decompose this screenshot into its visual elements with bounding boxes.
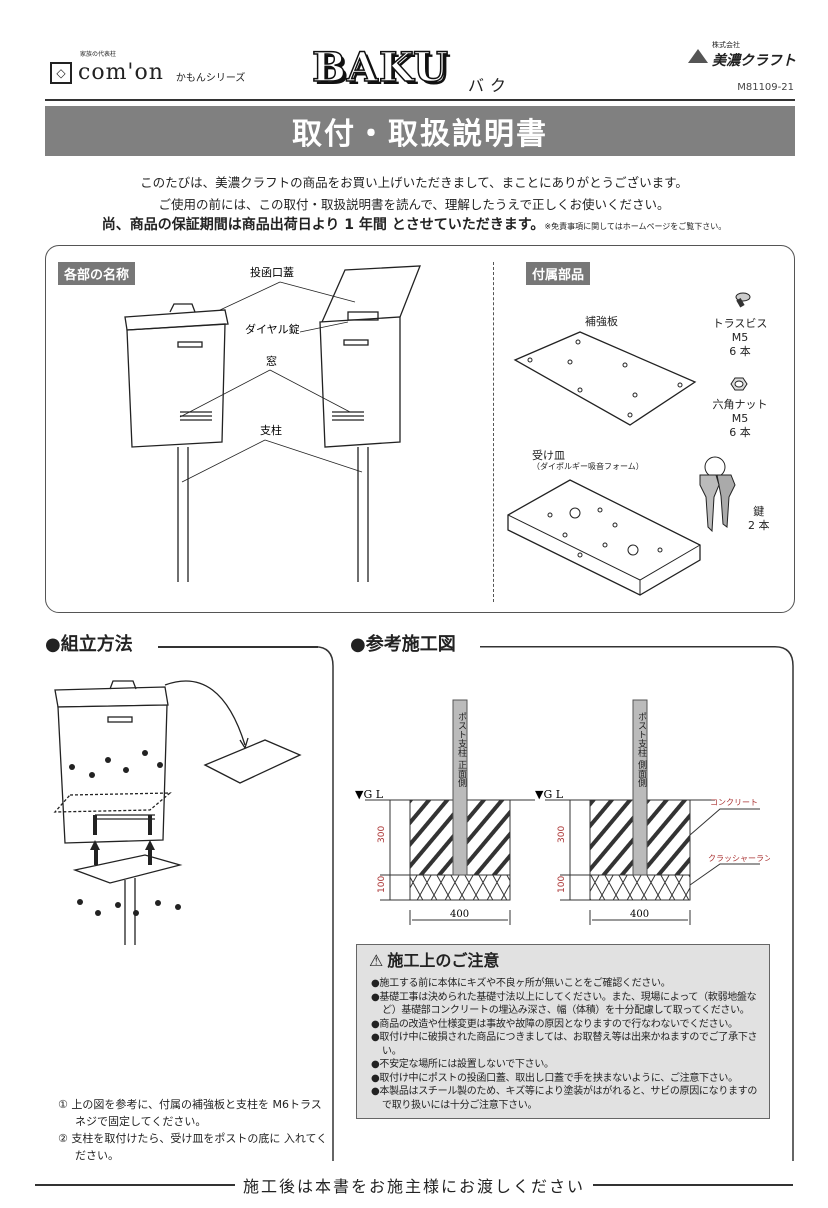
width-400-side: 400 — [630, 909, 649, 920]
post-front-label: ポスト支柱 正面側 — [456, 712, 466, 787]
reinforcing-plate-icon — [513, 331, 697, 426]
product-logo: BAKU — [311, 43, 450, 92]
warning-icon: ⚠ — [369, 951, 384, 970]
mailbox-illustration: 投函口蓋 ダイヤル錠 窓 支柱 — [124, 265, 421, 582]
label-slot-lid: 投函口蓋 — [250, 265, 294, 279]
key-qty: 2 本 — [748, 519, 770, 532]
nut-size: M5 — [731, 412, 749, 425]
label-tray: 受け皿 — [532, 449, 565, 462]
disclaimer: ※免責事項に関してはホームページをご覧下さい。 — [544, 222, 727, 231]
company-logo: 株式会社美濃クラフト — [688, 40, 796, 70]
footer-rule-right — [593, 1184, 793, 1186]
depth-300-front: 300 — [377, 826, 387, 843]
crusher-run-label: クラッシャーラン — [708, 854, 770, 863]
hex-nut-icon — [730, 377, 748, 391]
caution-heading: ⚠施工上のご注意 — [369, 951, 769, 971]
caution-item: ●商品の改造や仕様変更は事故や故障の原因となりますので行なわないでください。 — [371, 1018, 738, 1030]
foundation-front — [365, 699, 535, 925]
assembly-steps: ① 上の図を参考に、付属の補強板と支柱を M6トラスネジで固定してください。 ② … — [58, 1096, 328, 1164]
caution-item: ●不安定な場所には設置しないで下さい。 — [371, 1059, 554, 1070]
accessories-heading: 付属部品 — [526, 262, 591, 285]
truss-screw-icon — [735, 292, 751, 308]
caution-list: ●施工する前に本体にキズや不良ヶ所が無いことをご確認ください。 ●基礎工事は決め… — [371, 977, 769, 1112]
intro-line1: このたびは、美濃クラフトの商品をお買い上げいただきまして、まことにありがとうござ… — [140, 175, 688, 190]
company-mark-icon — [688, 49, 708, 63]
footer-text: 施工後は本書をお施主様にお渡しください — [242, 1177, 585, 1196]
tray-note: （ダイポルギー吸音フォーム） — [532, 462, 644, 471]
nut-qty: 6 本 — [729, 426, 751, 439]
gl-label-front: ▼G L — [355, 788, 384, 801]
page-title: 取付・取扱説明書 — [45, 106, 795, 156]
warranty-text: 尚、商品の保証期間は商品出荷日より 1 年間 とさせていただきます。 — [101, 217, 545, 233]
screw-qty: 6 本 — [729, 345, 751, 358]
construction-heading: ●参考施工図 — [350, 634, 456, 655]
construction-frame — [480, 646, 794, 1161]
gl-label-side: ▼G L — [535, 788, 564, 801]
assembly-illustration — [53, 680, 302, 945]
label-post: 支柱 — [260, 423, 282, 437]
screw-size: M5 — [731, 331, 749, 344]
depth-100-side: 100 — [557, 876, 567, 893]
post-side-label: ポスト支柱 側面側 — [636, 712, 646, 787]
assembly-step-2: ② 支柱を取付けたら、受け皿をポストの底に 入れてください。 — [58, 1132, 328, 1162]
footer-rule-left — [34, 1184, 235, 1186]
assembly-rule — [158, 646, 318, 648]
brand-name: com'on — [78, 60, 164, 85]
caution-box: ⚠施工上のご注意 ●施工する前に本体にキズや不良ヶ所が無いことをご確認ください。… — [356, 944, 770, 1119]
width-400-front: 400 — [450, 909, 469, 920]
caution-item: ●取付け中に破損された商品につきましては、お取替え等は出来かねますのでご了承下さ… — [371, 1032, 758, 1057]
label-dial-lock: ダイヤル錠 — [245, 322, 300, 336]
foundation-side — [545, 699, 760, 925]
company-name: 美濃クラフト — [712, 53, 796, 69]
caution-item: ●取付け中にポストの投函口蓋、取出し口蓋で手を挟まないように、ご注意下さい。 — [371, 1072, 738, 1084]
product-kana: バク — [468, 76, 513, 95]
comon-logo: ◇ 家族の代表柱 com'on かもんシリーズ — [50, 51, 246, 85]
parts-names-heading: 各部の名称 — [58, 262, 136, 285]
assembly-heading: ●組立方法 — [45, 634, 133, 655]
brand-tagline: 家族の代表柱 — [80, 51, 117, 58]
assembly-step-1: ① 上の図を参考に、付属の補強板と支柱を M6トラスネジで固定してください。 — [58, 1098, 322, 1128]
nut-name: 六角ナット — [712, 398, 768, 411]
keys-icon — [699, 456, 736, 533]
tray-icon — [507, 479, 701, 596]
foundation-diagram: ▼G L ▼G L 300 100 300 100 400 400 コンクリート… — [355, 699, 770, 925]
caution-item: ●施工する前に本体にキズや不良ヶ所が無いことをご確認ください。 — [371, 978, 671, 989]
parts-panel — [45, 245, 795, 613]
depth-100-front: 100 — [377, 876, 387, 893]
company-small: 株式会社 — [712, 41, 740, 49]
series-name: かもんシリーズ — [175, 73, 246, 84]
caution-item: ●本製品はスチール製のため、キズ等により塗装がはがれると、サビの原因になりますの… — [371, 1086, 758, 1111]
comon-mark-icon: ◇ — [50, 62, 72, 84]
screw-name: トラスビス — [712, 317, 768, 330]
intro-line2: ご使用の前には、この取付・取扱説明書を読んで、理解したうえで正しくお使いください… — [158, 197, 670, 212]
depth-300-side: 300 — [557, 826, 567, 843]
concrete-label: コンクリート — [710, 798, 758, 807]
panel-divider — [493, 262, 494, 602]
header-rule — [45, 99, 795, 101]
footer: 施工後は本書をお施主様にお渡しください — [0, 1173, 828, 1197]
key-name: 鍵 — [753, 505, 765, 518]
assembly-frame — [300, 646, 334, 1161]
warranty-line: 尚、商品の保証期間は商品出荷日より 1 年間 とさせていただきます。※免責事項に… — [0, 214, 828, 234]
caution-item: ●基礎工事は決められた基礎寸法以上にしてください。また、現場によって（軟弱地盤な… — [371, 991, 757, 1017]
label-window: 窓 — [266, 354, 277, 368]
label-plate: 補強板 — [585, 315, 618, 328]
doc-code: M81109-21 — [737, 82, 794, 93]
caution-title: 施工上のご注意 — [387, 951, 500, 970]
